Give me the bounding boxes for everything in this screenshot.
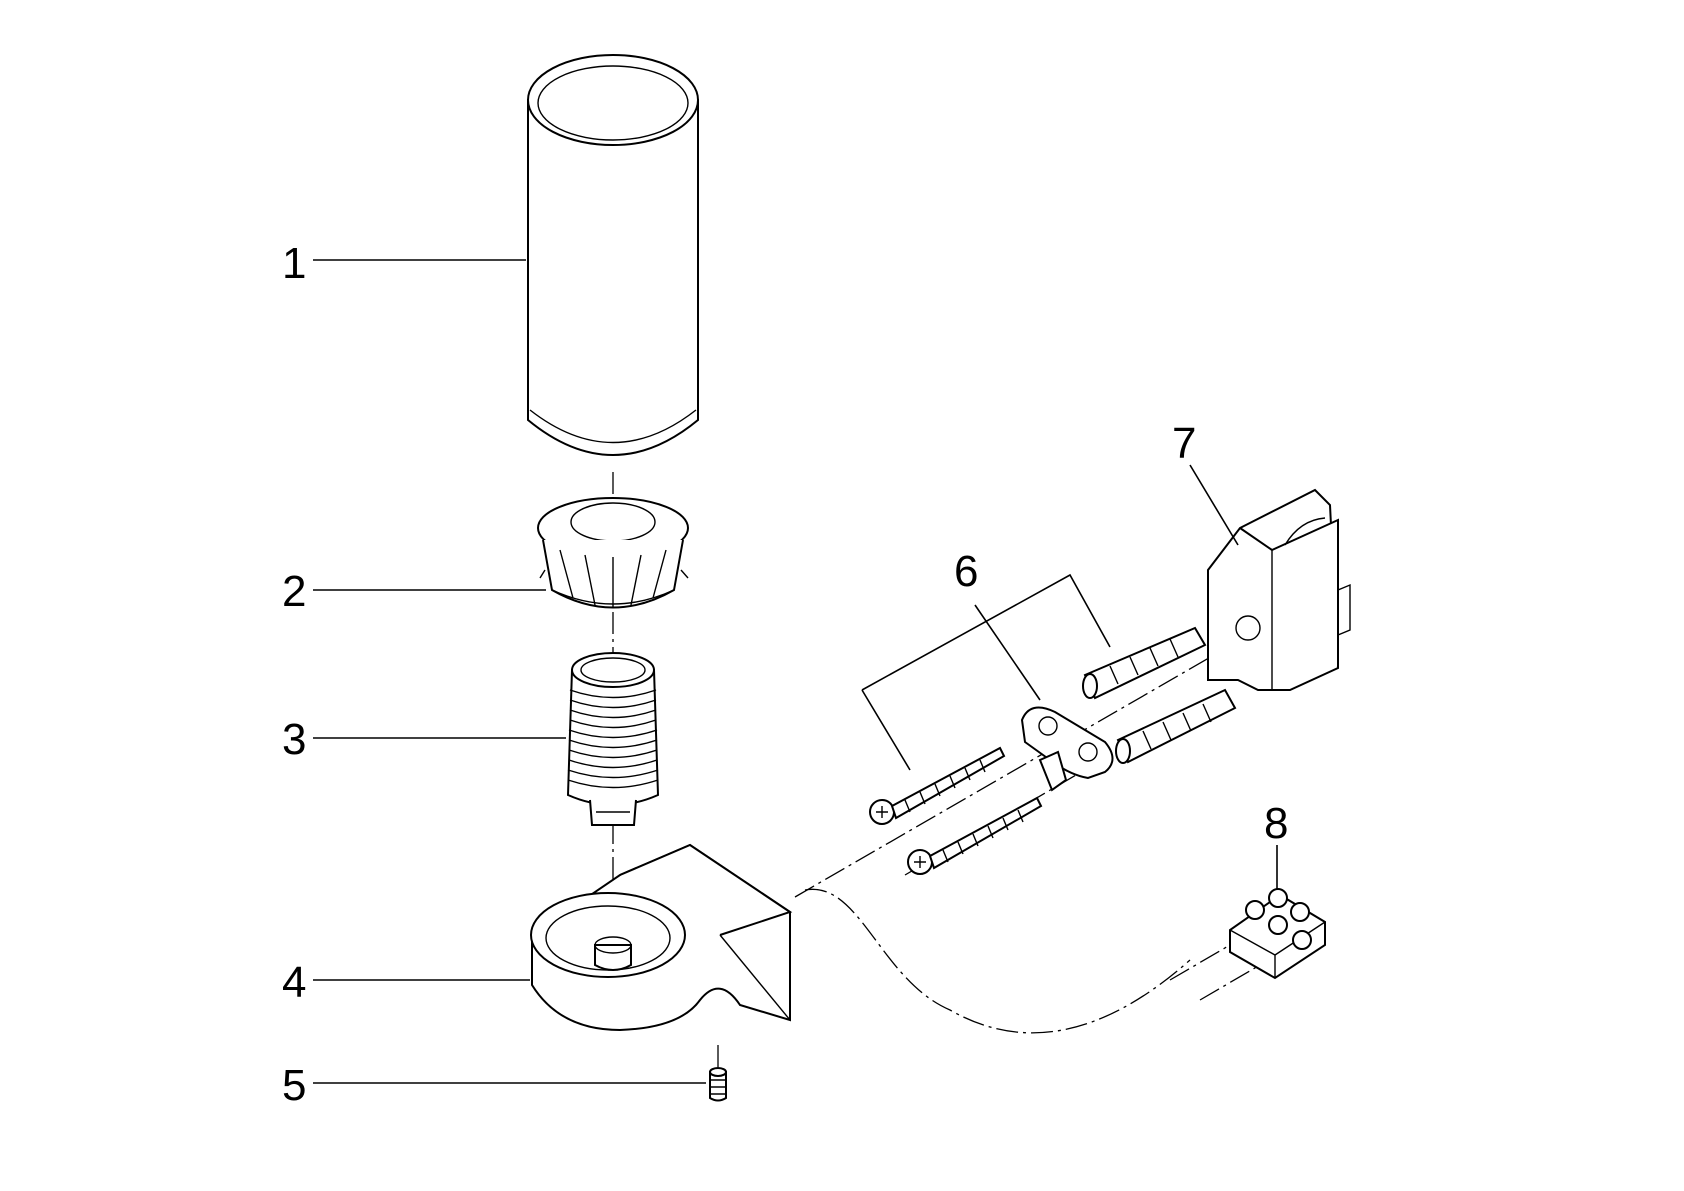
callout-7: 7 (1172, 419, 1196, 468)
part-8-terminal-block (1169, 888, 1326, 1001)
callout-4: 4 (282, 958, 306, 1007)
callout-2: 2 (282, 567, 306, 616)
mount-axis-upper (794, 639, 1241, 898)
callout-6: 6 (954, 547, 978, 596)
leader-6 (861, 573, 1111, 771)
part-4-wall-bracket (530, 843, 793, 1032)
part-7-junction-box-cover (1207, 488, 1351, 691)
part-3-lamp-socket (566, 652, 660, 826)
part-2-ring-nut (537, 497, 689, 609)
callout-1: 1 (282, 239, 306, 288)
part-6-mounting-set (869, 626, 1237, 875)
callout-3: 3 (282, 715, 306, 764)
part-1-glass-shade (527, 54, 699, 456)
callout-8: 8 (1264, 799, 1288, 848)
cable-path (804, 888, 1191, 1034)
leader-7 (1189, 464, 1239, 546)
part-5-grub-screw (709, 1067, 727, 1102)
callout-5: 5 (282, 1061, 306, 1110)
